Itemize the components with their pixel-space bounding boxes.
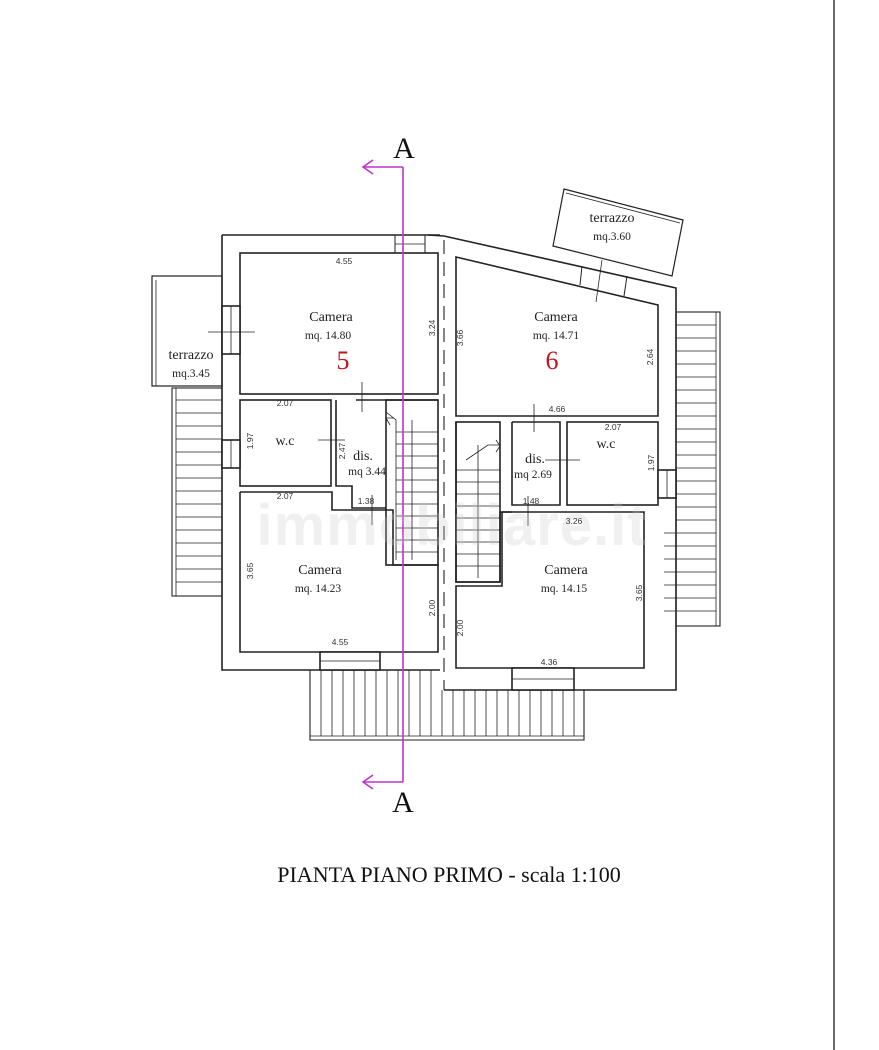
section-line-a bbox=[361, 159, 404, 790]
dimension-label: 3.66 bbox=[455, 329, 465, 347]
room-name-terrazzo: terrazzo bbox=[168, 348, 214, 363]
room-name-wc: w.c bbox=[596, 437, 616, 452]
room-area: mq. 14.23 bbox=[294, 583, 342, 595]
dimension-label: 4.55 bbox=[335, 256, 353, 266]
room-name-terrazzo: terrazzo bbox=[589, 211, 635, 226]
dimension-label: 2.07 bbox=[276, 398, 294, 408]
room-area: mq. 14.71 bbox=[532, 330, 580, 342]
dimension-label: 4.36 bbox=[540, 657, 558, 667]
room-name-camera: Camera bbox=[298, 563, 342, 578]
room-area: mq.3.45 bbox=[172, 368, 210, 380]
dimension-label: 4.66 bbox=[548, 404, 566, 414]
room-name-camera: Camera bbox=[534, 310, 578, 325]
room-name-camera: Camera bbox=[309, 310, 353, 325]
dimension-label: 3.65 bbox=[245, 562, 255, 580]
dimension-label: 4.55 bbox=[331, 637, 349, 647]
room-name-wc: w.c bbox=[275, 434, 295, 449]
section-label-top: A bbox=[393, 132, 415, 165]
dimension-label: 2.00 bbox=[427, 599, 437, 617]
dimension-label: 3.26 bbox=[565, 516, 583, 526]
dimension-label: 1.97 bbox=[245, 432, 255, 450]
room-area: mq. 14.15 bbox=[540, 583, 588, 595]
dimension-label: 2.64 bbox=[645, 348, 655, 366]
room-name-dis: dis. bbox=[525, 452, 545, 467]
room-area: mq 2.69 bbox=[514, 469, 552, 481]
dimension-label: 2.07 bbox=[276, 491, 294, 501]
room-area: mq 3.44 bbox=[348, 466, 386, 478]
room-name-dis: dis. bbox=[353, 449, 373, 464]
room-name-camera: Camera bbox=[544, 563, 588, 578]
watermark: immobiliare.it bbox=[256, 493, 648, 558]
unit-number-6: 6 bbox=[545, 346, 559, 375]
page-edge-line bbox=[833, 0, 835, 1050]
dimension-label: 1.48 bbox=[522, 496, 540, 506]
plan-caption: PIANTA PIANO PRIMO - scala 1:100 bbox=[277, 862, 621, 887]
dimension-label: 3.24 bbox=[427, 319, 437, 337]
section-label-bottom: A bbox=[392, 786, 414, 819]
dimension-label: 2.47 bbox=[337, 442, 347, 460]
dimension-label: 1.38 bbox=[357, 496, 375, 506]
room-area: mq.3.60 bbox=[593, 231, 631, 243]
dimension-label: 1.97 bbox=[646, 454, 656, 472]
room-area: mq. 14.80 bbox=[304, 330, 352, 342]
dimension-label: 3.65 bbox=[634, 584, 644, 602]
dimension-label: 2.00 bbox=[455, 619, 465, 637]
unit-number-5: 5 bbox=[336, 346, 350, 375]
dimension-label: 2.07 bbox=[604, 422, 622, 432]
